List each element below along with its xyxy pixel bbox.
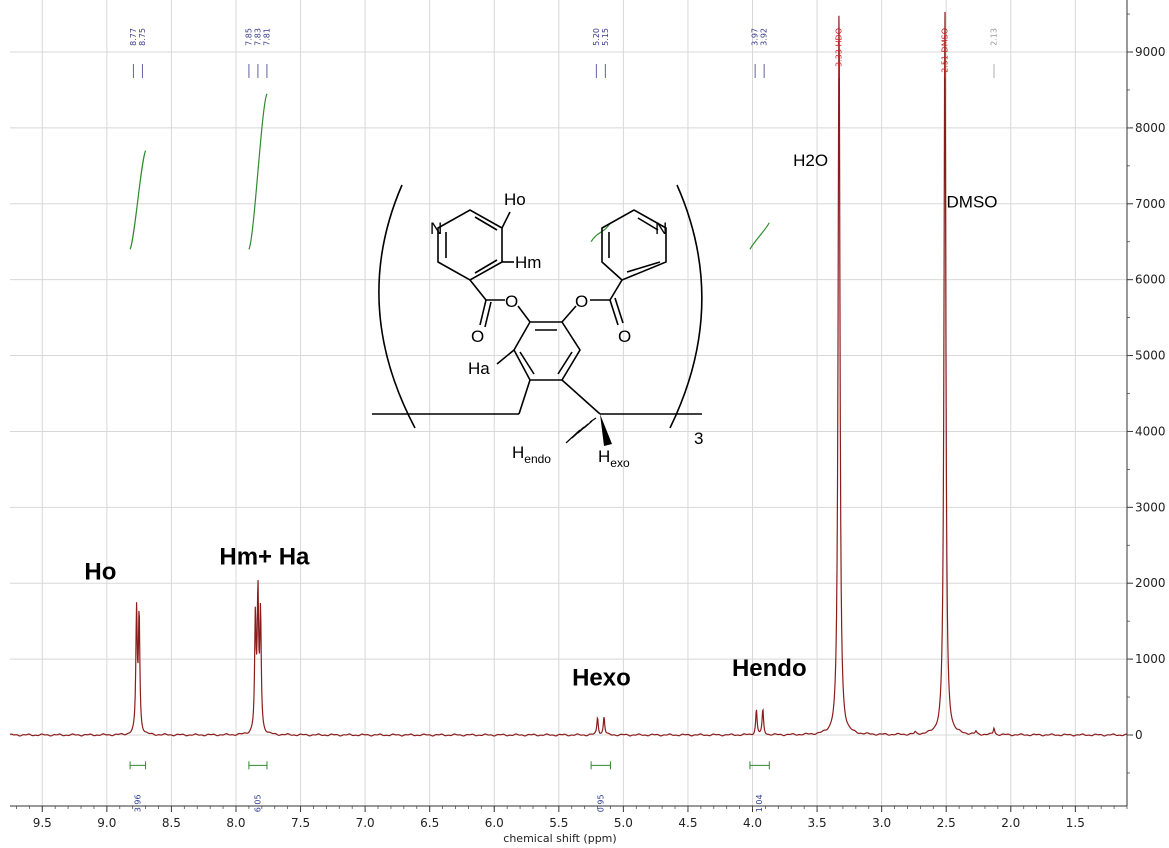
ester-o-right-label: O (575, 292, 588, 311)
x-tick-label: 9.0 (97, 816, 116, 830)
peak-label: 5.20 (592, 28, 601, 46)
peak-label: 3.97 (751, 28, 760, 46)
peak-annotation: Hexo (572, 665, 631, 692)
x-tick-label: 1.5 (1066, 816, 1085, 830)
x-tick-label: 2.0 (1001, 816, 1020, 830)
peak-annotation: Hendo (732, 655, 807, 682)
y-tick-label: 8000 (1135, 121, 1166, 135)
peak-annotation: H2O (793, 151, 828, 170)
y-tick-label: 5000 (1135, 349, 1166, 363)
integral-value: 1.04 (755, 794, 764, 812)
peak-label: 8.75 (138, 28, 147, 46)
x-tick-label: 3.0 (872, 816, 891, 830)
x-tick-label: 7.5 (291, 816, 310, 830)
y-tick-label: 6000 (1135, 273, 1166, 287)
exo-wedge-bond (600, 414, 612, 446)
left-paren (378, 184, 416, 429)
peak-label: 8.77 (129, 28, 138, 46)
x-tick-label: 9.5 (33, 816, 52, 830)
y-tick-label: 3000 (1135, 500, 1166, 514)
peak-label: 7.81 (262, 28, 271, 46)
x-tick-label: 7.0 (356, 816, 375, 830)
peak-annotation: DMSO (947, 193, 998, 212)
x-tick-label: 5.0 (614, 816, 633, 830)
x-tick-label: 4.5 (678, 816, 697, 830)
hm-label: Hm (515, 253, 541, 272)
y-tick-label: 2000 (1135, 576, 1166, 590)
right-paren (669, 184, 703, 429)
integral-curves: 3.96 6.05 0.95 1.04 (129, 93, 770, 812)
n-right-label: N (655, 219, 667, 238)
x-tick-label: 3.5 (808, 816, 827, 830)
y-tick-label: 4000 (1135, 424, 1166, 438)
grid-lines (10, 0, 1127, 806)
x-axis-title: chemical shift (ppm) (503, 832, 616, 845)
n-left-label: N (430, 219, 442, 238)
peak-label: 2.51 DMSO (940, 28, 949, 73)
left-pyridine-ring (437, 209, 503, 281)
carbonyl-o-right-label: O (618, 327, 631, 346)
peak-label: 7.85 (244, 28, 253, 46)
integral-curve (749, 222, 770, 250)
ho-bond (501, 211, 511, 229)
integral-value: 0.95 (596, 794, 605, 812)
x-tick-label: 8.0 (226, 816, 245, 830)
peak-label: 5.15 (601, 28, 610, 46)
y-tick-label: 0 (1135, 728, 1143, 742)
right-pyridine-ring (601, 209, 667, 281)
ho-label: Ho (504, 190, 526, 209)
peak-label: 7.83 (253, 28, 262, 46)
h-endo-label: Hendo (512, 443, 551, 466)
peak-label: 3.33 HDO (835, 28, 844, 67)
axes: 9.5 9.0 8.5 8.0 7.5 7.0 6.5 6.0 5.5 5.0 4.5 4.0 3.5 3… (10, 0, 1166, 830)
ha-bond (496, 349, 515, 365)
integral-value: 3.96 (133, 794, 142, 812)
y-tick-label: 7000 (1135, 197, 1166, 211)
peak-annotation: Ho (84, 558, 116, 585)
peak-label: 3.92 (760, 28, 769, 46)
integral-curve (129, 150, 147, 250)
endo-hashed-bond (565, 417, 597, 444)
x-tick-label: 6.5 (420, 816, 439, 830)
spectrum (9, 11, 1128, 737)
y-tick-label: 1000 (1135, 652, 1166, 666)
structure-labels: Ho Hm Ha N N O O O O Hendo Hexo 3 (430, 190, 703, 470)
h-exo-label: Hexo (598, 447, 630, 470)
x-tick-label: 4.0 (743, 816, 762, 830)
peak-label: 2.13 (989, 28, 998, 46)
x-tick-label: 5.5 (549, 816, 568, 830)
integral-curve (248, 93, 268, 250)
peak-annotation: Hm+ Ha (219, 543, 310, 570)
integral-value: 6.05 (253, 794, 262, 812)
x-tick-label: 2.5 (937, 816, 956, 830)
repeat-count-label: 3 (694, 429, 703, 448)
y-tick-label: 9000 (1135, 45, 1166, 59)
carbonyl-o-left-label: O (471, 327, 484, 346)
ester-o-left-label: O (505, 292, 518, 311)
x-tick-label: 6.0 (485, 816, 504, 830)
chemical-structure (372, 184, 703, 446)
ha-label: Ha (468, 359, 490, 378)
spectrum-line (9, 11, 1128, 737)
x-tick-label: 8.5 (162, 816, 181, 830)
